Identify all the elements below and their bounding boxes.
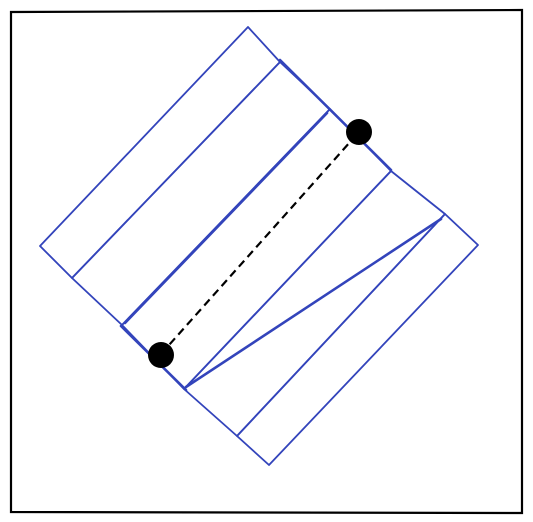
dashed-connector	[160, 131, 360, 355]
bold-edge-right	[184, 217, 443, 389]
point-upper-right	[346, 119, 372, 145]
point-lower-left	[148, 342, 174, 368]
strip-1	[39, 26, 281, 279]
bold-edge-middle	[123, 111, 329, 325]
strip-group	[39, 26, 479, 466]
outer-frame	[9, 8, 524, 515]
strip-5	[236, 213, 479, 466]
strip-2	[71, 61, 331, 326]
bold-edge-upper	[278, 58, 393, 172]
